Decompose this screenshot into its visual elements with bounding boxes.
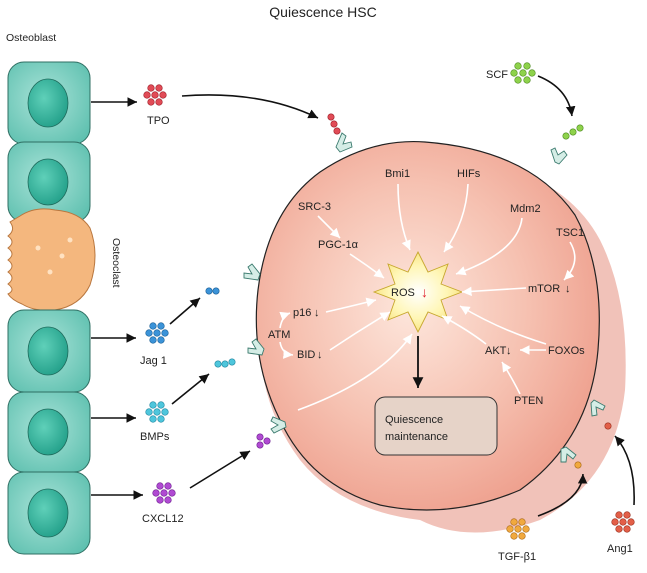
- pten-label: PTEN: [514, 395, 543, 407]
- tgfb1-ligand-cluster: [506, 518, 530, 540]
- bid-label: BID: [297, 349, 315, 361]
- quiescence-line1: Quiescence: [385, 414, 443, 426]
- diagram-title: Quiescence HSC: [269, 4, 376, 20]
- osteoblast-cell-2: [7, 141, 91, 223]
- ang1-ligand-cluster: [611, 511, 635, 533]
- ros-star: [372, 250, 464, 334]
- p16-down-arrow: ↓: [314, 307, 320, 319]
- mtor-down-arrow: ↓: [565, 283, 571, 295]
- arrow-bmps-to-hsc: [171, 373, 210, 405]
- osteoclast-cell: [7, 208, 96, 311]
- akt-down-arrow: ↓: [506, 345, 512, 357]
- bmi1-label: Bmi1: [385, 168, 410, 180]
- ang1-bound-ligand: [604, 422, 612, 430]
- ros-down-arrow: ↓: [421, 284, 428, 300]
- ros-label: ROS: [391, 287, 415, 299]
- arrow-mtor-to-ros: [461, 286, 527, 297]
- arrow-tgfb1-to-hsc: [537, 473, 588, 517]
- tpo-label: TPO: [147, 115, 170, 127]
- quiescence-line2: maintenance: [385, 431, 448, 443]
- osteoblast-cell-5: [7, 471, 91, 555]
- quiescence-maintenance-box: Quiescence maintenance: [374, 396, 498, 456]
- bid-down-arrow: ↓: [317, 349, 323, 361]
- arrow-tpo-to-hsc: [181, 94, 319, 119]
- jag1-bound-ligand: [205, 287, 220, 295]
- hsc-cell: [255, 140, 626, 533]
- arrow-mdm2-to-ros: [455, 217, 523, 276]
- bmps-bound-ligand: [214, 358, 236, 368]
- mtor-label: mTOR: [528, 283, 560, 295]
- akt-node: AKT ↓: [485, 345, 512, 357]
- arrow-jag1-to-hsc: [169, 297, 201, 325]
- osteoblast-cell-1: [7, 61, 91, 145]
- receptor-jag1: [243, 263, 261, 281]
- arrow-akt-to-ros: [441, 315, 487, 345]
- atm-label: ATM: [268, 329, 290, 341]
- arrow-pgc1a-to-ros: [349, 253, 385, 279]
- arrow-bmi1-to-ros: [397, 183, 411, 251]
- scf-bound-ligand: [562, 124, 584, 140]
- bid-node: BID ↓: [297, 349, 323, 361]
- cxcl12-ligand-cluster: [152, 482, 176, 504]
- receptor-tpo: [335, 132, 353, 153]
- bmps-label: BMPs: [140, 431, 170, 443]
- receptor-tgfb1: [560, 446, 577, 463]
- arrow-hifs-to-ros: [443, 183, 469, 253]
- tsc1-label: TSC1: [556, 227, 584, 239]
- arrow-cxcl12-to-hsc: [189, 450, 251, 489]
- ang1-label: Ang1: [607, 543, 633, 555]
- tgfb1-bound-ligand: [574, 461, 582, 469]
- hifs-label: HIFs: [457, 168, 481, 180]
- scf-ligand-cluster: [510, 62, 536, 84]
- osteoblast-cell-4: [7, 391, 91, 473]
- bmps-ligand-cluster: [145, 401, 169, 423]
- arrow-src3-to-pgc1a: [317, 215, 341, 239]
- p16-node: p16 ↓: [293, 307, 320, 319]
- jag1-label: Jag 1: [140, 355, 167, 367]
- arrow-cxcl12-to-ros: [297, 333, 413, 411]
- arrow-bid-to-ros: [329, 311, 391, 351]
- p16-label: p16: [293, 307, 311, 319]
- osteoclast-label: Osteoclast: [110, 238, 122, 288]
- tgfb1-label: TGF-β1: [498, 551, 536, 563]
- mtor-node: mTOR ↓: [528, 283, 571, 295]
- arrow-foxos-to-ros: [459, 305, 547, 345]
- pgc1a-label: PGC-1α: [318, 239, 359, 251]
- tpo-ligand-cluster: [143, 84, 167, 106]
- receptor-ang1: [590, 399, 606, 417]
- osteoblast-cell-3: [7, 309, 91, 393]
- arrow-atm-to-p16: [279, 311, 291, 329]
- tpo-bound-ligand: [327, 113, 341, 135]
- foxos-label: FOXOs: [548, 345, 585, 357]
- receptor-cxcl12: [270, 416, 287, 434]
- jag1-ligand-cluster: [145, 322, 169, 344]
- arrow-scf-to-hsc: [537, 75, 576, 117]
- mdm2-label: Mdm2: [510, 203, 541, 215]
- receptor-scf: [550, 147, 568, 165]
- arrow-pten-to-akt: [501, 361, 521, 395]
- cxcl12-label: CXCL12: [142, 513, 184, 525]
- arrow-ang1-to-hsc: [614, 435, 635, 506]
- arrow-tsc1-to-mtor: [563, 241, 576, 281]
- arrow-p16-to-ros: [325, 297, 377, 313]
- akt-label: AKT: [485, 345, 507, 357]
- src3-label: SRC-3: [298, 201, 331, 213]
- cxcl12-bound-ligand: [256, 433, 271, 449]
- osteoblast-label: Osteoblast: [6, 32, 56, 44]
- scf-label: SCF: [486, 69, 508, 81]
- arrow-atm-to-bid: [279, 341, 294, 359]
- receptor-bmps: [247, 338, 265, 356]
